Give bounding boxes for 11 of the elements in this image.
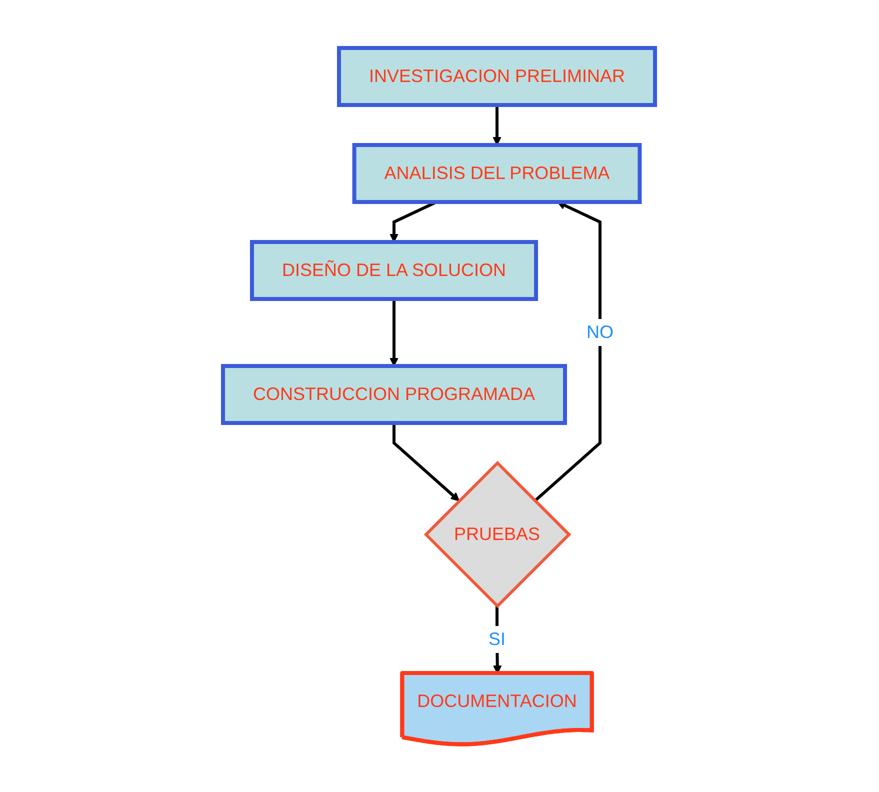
node-box: DISEÑO DE LA SOLUCION [250, 240, 539, 301]
arrow [534, 201, 602, 502]
node-box: ANALISIS DEL PROBLEMA [352, 142, 642, 204]
arrow [493, 104, 502, 146]
arrow [390, 298, 399, 366]
node-diamond: PRUEBAS [424, 460, 572, 608]
edge-label: NO [586, 322, 614, 342]
arrow [393, 422, 460, 502]
node-box: INVESTIGACION PRELIMINAR [337, 46, 658, 107]
edge-label: SI [488, 628, 506, 649]
node-box: CONSTRUCCION PROGRAMADA [221, 364, 568, 425]
